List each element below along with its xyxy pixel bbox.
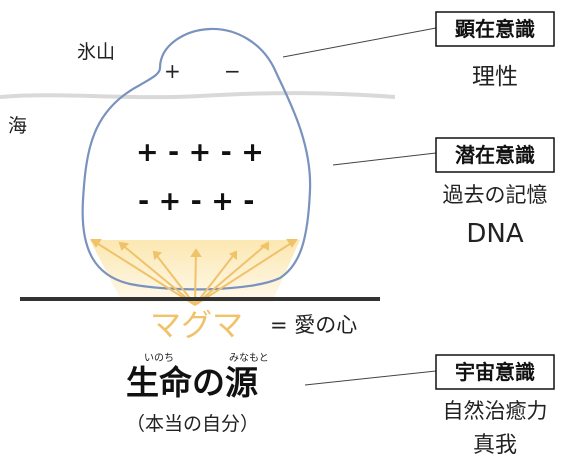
ray-6-head xyxy=(259,241,269,251)
level-box-label-subconscious: 潜在意識 xyxy=(455,143,535,167)
source-furigana-1: いのち xyxy=(144,352,174,364)
ray-5-head xyxy=(229,250,237,261)
level-box-label-cosmic: 宇宙意識 xyxy=(455,360,535,384)
ray-1-head xyxy=(90,239,102,248)
ray-3 xyxy=(153,251,196,306)
level-box-label-conscious: 顕在意識 xyxy=(455,17,535,41)
iceberg-label: 氷山 xyxy=(77,41,115,63)
source-subtitle: （本当の自分） xyxy=(126,413,259,435)
magma-rays xyxy=(90,239,298,306)
magma-label: マグマ xyxy=(150,308,243,344)
love-label: = 愛の心 xyxy=(270,313,357,337)
leader-line-cosmic xyxy=(304,370,437,386)
level-desc-subconscious-1: 過去の記憶 xyxy=(443,183,548,207)
level-conscious: 顕在意識 理性 xyxy=(435,11,555,90)
level-box-cosmic xyxy=(435,354,555,390)
level-subconscious: 潜在意識 過去の記憶 DNA xyxy=(435,137,555,249)
level-desc-subconscious-2: DNA xyxy=(466,219,523,249)
ray-5 xyxy=(194,251,237,306)
ray-4-head xyxy=(190,248,202,257)
ray-2-head xyxy=(118,241,130,251)
level-cosmic: 宇宙意識 自然治癒力 真我 xyxy=(435,354,555,458)
ray-7-head xyxy=(286,239,298,248)
ray-1 xyxy=(91,239,196,306)
ray-2 xyxy=(119,242,196,306)
source-title: 生命の源 xyxy=(126,363,258,402)
sea-label: 海 xyxy=(8,115,27,137)
level-desc-cosmic-1: 自然治癒力 xyxy=(443,399,548,423)
signs-row-2: - + - + - xyxy=(138,186,254,217)
level-box-subconscious xyxy=(435,137,555,173)
level-desc-cosmic-2: 真我 xyxy=(473,433,517,458)
ray-6 xyxy=(194,242,269,306)
level-box-conscious xyxy=(435,11,555,47)
upper-plus: + xyxy=(164,59,181,83)
ray-7 xyxy=(194,239,297,306)
leader-line-conscious xyxy=(282,27,437,58)
signs-row-1: + - + - + xyxy=(136,137,264,168)
source-furigana-2: みなもと xyxy=(229,352,269,364)
ray-3-head xyxy=(152,250,163,261)
leader-line-subconscious xyxy=(332,152,437,166)
iceberg-outline xyxy=(81,27,312,291)
sea-surface-line xyxy=(0,91,396,100)
upper-minus: − xyxy=(224,59,241,83)
ray-4 xyxy=(194,249,197,306)
level-desc-conscious-1: 理性 xyxy=(472,64,518,90)
